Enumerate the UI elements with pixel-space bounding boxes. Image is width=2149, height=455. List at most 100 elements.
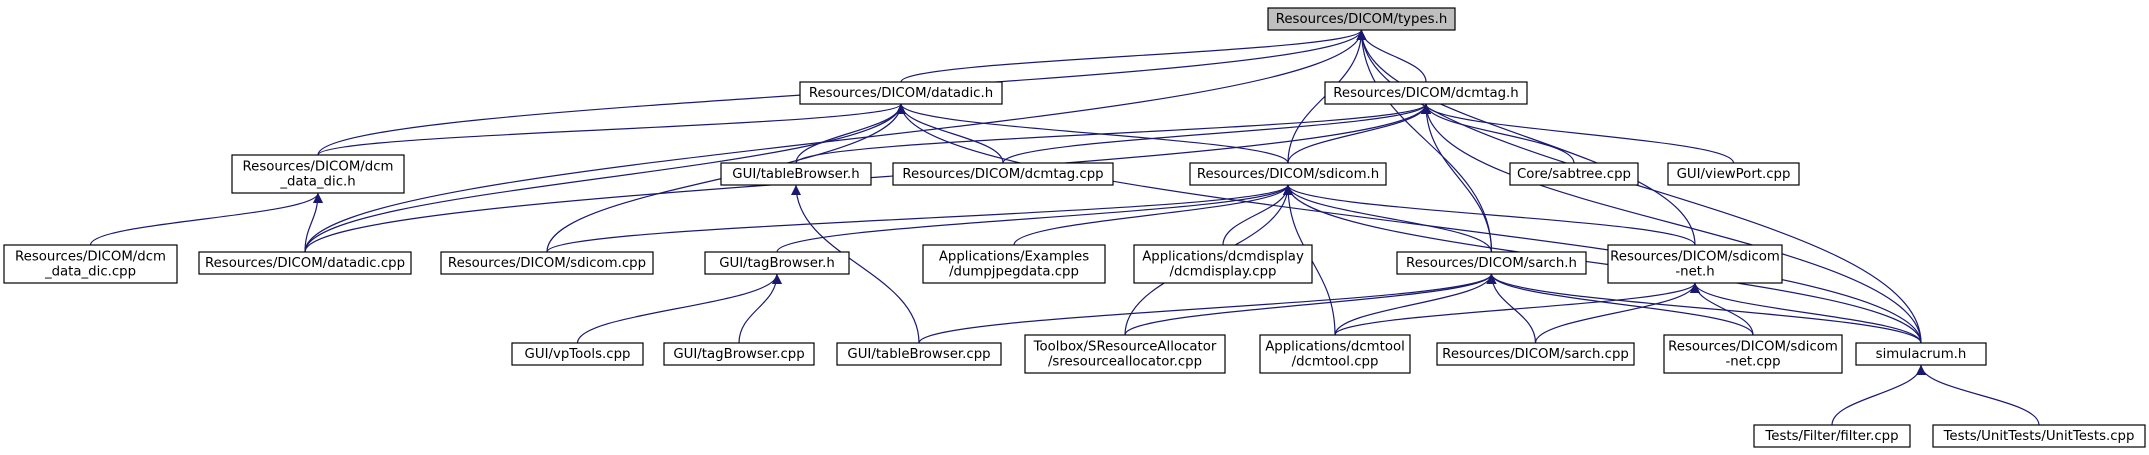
node-box bbox=[836, 342, 1002, 366]
node-label: Toolbox/SResourceAllocator bbox=[1033, 340, 1217, 355]
node-label: simulacrum.h bbox=[1876, 347, 1967, 362]
node-label: Resources/DICOM/types.h bbox=[1276, 12, 1448, 27]
node-label: _data_dic.h bbox=[279, 175, 355, 190]
edge-datadic-cpp-to-types-h bbox=[304, 29, 1367, 253]
edge-dcmtag-cpp-to-dcmtag-h bbox=[1002, 103, 1431, 164]
node-sdicom-net-h[interactable]: Resources/DICOM/sdicom-net.h bbox=[1607, 244, 1783, 284]
node-simulacrum-h[interactable]: simulacrum.h bbox=[1855, 342, 1987, 366]
node-dcmtag-h[interactable]: Resources/DICOM/dcmtag.h bbox=[1324, 81, 1528, 105]
node-label: /dumpjpegdata.cpp bbox=[949, 265, 1079, 280]
node-box bbox=[1932, 424, 2146, 448]
node-label: /sresourceallocator.cpp bbox=[1048, 355, 1202, 370]
node-label: Resources/DICOM/sdicom bbox=[1668, 340, 1838, 355]
node-types-h[interactable]: Resources/DICOM/types.h bbox=[1267, 7, 1456, 31]
edge-vptools-cpp-to-tagbrowser-h bbox=[576, 273, 782, 344]
node-label: Resources/DICOM/datadic.h bbox=[809, 86, 993, 101]
node-label: Resources/DICOM/dcmtag.cpp bbox=[902, 167, 1103, 182]
node-label: GUI/viewPort.cpp bbox=[1677, 167, 1791, 182]
node-tagbrowser-h[interactable]: GUI/tagBrowser.h bbox=[704, 251, 850, 275]
node-label: Applications/dcmdisplay bbox=[1142, 250, 1304, 265]
node-datadic-h[interactable]: Resources/DICOM/datadic.h bbox=[799, 81, 1003, 105]
node-dcmtag-cpp[interactable]: Resources/DICOM/dcmtag.cpp bbox=[892, 162, 1114, 186]
node-label: Resources/DICOM/sarch.cpp bbox=[1442, 347, 1629, 362]
node-dcm-data-dic-h[interactable]: Resources/DICOM/dcm_data_dic.h bbox=[231, 154, 405, 194]
node-label: Tests/UnitTests/UnitTests.cpp bbox=[1943, 429, 2135, 444]
node-label: Resources/DICOM/sdicom.h bbox=[1197, 167, 1379, 182]
node-viewport-cpp[interactable]: GUI/viewPort.cpp bbox=[1667, 162, 1800, 186]
node-sarch-cpp[interactable]: Resources/DICOM/sarch.cpp bbox=[1436, 342, 1635, 366]
edge-filter-cpp-to-simulacrum-h bbox=[1831, 364, 1926, 426]
node-box bbox=[892, 162, 1114, 186]
node-filter-cpp[interactable]: Tests/Filter/filter.cpp bbox=[1753, 424, 1911, 448]
node-sdicom-h[interactable]: Resources/DICOM/sdicom.h bbox=[1189, 162, 1387, 186]
edge-datadic-h-to-types-h bbox=[900, 29, 1367, 83]
node-box bbox=[3, 244, 178, 284]
node-datadic-cpp[interactable]: Resources/DICOM/datadic.cpp bbox=[198, 251, 412, 275]
edge-sarch-cpp-to-sdicom-net-h bbox=[1534, 282, 1700, 344]
edge-sresourceallocator-cpp-to-sarch-h bbox=[1124, 273, 1497, 336]
node-vptools-cpp[interactable]: GUI/vpTools.cpp bbox=[511, 342, 644, 366]
edge-simulacrum-h-to-sdicom-net-h bbox=[1690, 282, 1922, 344]
node-box bbox=[231, 154, 405, 194]
edge-tagbrowser-h-to-sdicom-h bbox=[776, 184, 1293, 253]
node-sabtree-cpp[interactable]: Core/sabtree.cpp bbox=[1509, 162, 1639, 186]
node-label: Core/sabtree.cpp bbox=[1517, 167, 1631, 182]
node-box bbox=[440, 251, 654, 275]
edge-sarch-h-to-dcmtag-h bbox=[1421, 103, 1493, 253]
node-box bbox=[922, 244, 1106, 284]
node-box bbox=[1396, 251, 1587, 275]
node-box bbox=[1024, 334, 1226, 374]
edge-sdicom-net-h-to-sdicom-h bbox=[1283, 184, 1696, 246]
node-dcm-data-dic-cpp[interactable]: Resources/DICOM/dcm_data_dic.cpp bbox=[3, 244, 178, 284]
edge-dcmdisplay-cpp-to-sdicom-h bbox=[1222, 184, 1293, 246]
node-box bbox=[1267, 7, 1456, 31]
node-label: /dcmtool.cpp bbox=[1292, 355, 1379, 370]
node-box bbox=[1189, 162, 1387, 186]
node-box bbox=[1753, 424, 1911, 448]
node-box bbox=[1324, 81, 1528, 105]
edge-sdicom-h-to-datadic-h bbox=[896, 103, 1289, 164]
node-label: GUI/vpTools.cpp bbox=[525, 347, 631, 362]
node-sdicom-net-cpp[interactable]: Resources/DICOM/sdicom-net.cpp bbox=[1663, 334, 1843, 374]
node-sarch-h[interactable]: Resources/DICOM/sarch.h bbox=[1396, 251, 1587, 275]
node-label: Applications/dcmtool bbox=[1265, 340, 1405, 355]
node-label: GUI/tagBrowser.h bbox=[719, 256, 835, 271]
node-dumpjpegdata-cpp[interactable]: Applications/Examples/dumpjpegdata.cpp bbox=[922, 244, 1106, 284]
edge-simulacrum-h-to-sarch-h bbox=[1486, 273, 1922, 344]
node-box bbox=[1607, 244, 1783, 284]
node-label: Resources/DICOM/datadic.cpp bbox=[205, 256, 405, 271]
node-box bbox=[799, 81, 1003, 105]
node-dcmtool-cpp[interactable]: Applications/dcmtool/dcmtool.cpp bbox=[1259, 334, 1411, 374]
edge-simulacrum-h-to-sdicom-h bbox=[1283, 184, 1922, 344]
node-label: _data_dic.cpp bbox=[44, 265, 136, 280]
node-box bbox=[1133, 244, 1313, 284]
node-tagbrowser-cpp[interactable]: GUI/tagBrowser.cpp bbox=[663, 342, 815, 366]
node-sresourceallocator-cpp[interactable]: Toolbox/SResourceAllocator/sresourceallo… bbox=[1024, 334, 1226, 374]
node-label: Resources/DICOM/sdicom.cpp bbox=[448, 256, 646, 271]
node-label: Resources/DICOM/dcmtag.h bbox=[1333, 86, 1518, 101]
node-label: /dcmdisplay.cpp bbox=[1170, 265, 1277, 280]
edge-tablebrowser-h-to-datadic-h bbox=[795, 103, 906, 164]
node-tablebrowser-cpp[interactable]: GUI/tableBrowser.cpp bbox=[836, 342, 1002, 366]
node-label: Tests/Filter/filter.cpp bbox=[1764, 429, 1898, 444]
node-box bbox=[720, 162, 872, 186]
edge-unittests-cpp-to-simulacrum-h bbox=[1916, 364, 2040, 426]
edge-simulacrum-h-to-types-h bbox=[1356, 29, 1922, 344]
node-box bbox=[1436, 342, 1635, 366]
edge-tablebrowser-h-to-dcmtag-h bbox=[795, 103, 1431, 164]
node-label: Applications/Examples bbox=[939, 250, 1089, 265]
node-label: GUI/tableBrowser.cpp bbox=[847, 347, 990, 362]
node-box bbox=[663, 342, 815, 366]
edge-datadic-cpp-to-datadic-h bbox=[304, 103, 906, 253]
node-box bbox=[1509, 162, 1639, 186]
node-tablebrowser-h[interactable]: GUI/tableBrowser.h bbox=[720, 162, 872, 186]
node-sdicom-cpp[interactable]: Resources/DICOM/sdicom.cpp bbox=[440, 251, 654, 275]
node-dcmdisplay-cpp[interactable]: Applications/dcmdisplay/dcmdisplay.cpp bbox=[1133, 244, 1313, 284]
node-unittests-cpp[interactable]: Tests/UnitTests/UnitTests.cpp bbox=[1932, 424, 2146, 448]
edge-viewport-cpp-to-dcmtag-h bbox=[1421, 103, 1735, 164]
edge-tablebrowser-cpp-to-tablebrowser-h bbox=[791, 184, 920, 344]
node-label: GUI/tableBrowser.h bbox=[732, 167, 859, 182]
edge-sarch-h-to-sdicom-h bbox=[1283, 184, 1493, 253]
edge-simulacrum-h-to-dcmtag-h bbox=[1421, 103, 1922, 344]
